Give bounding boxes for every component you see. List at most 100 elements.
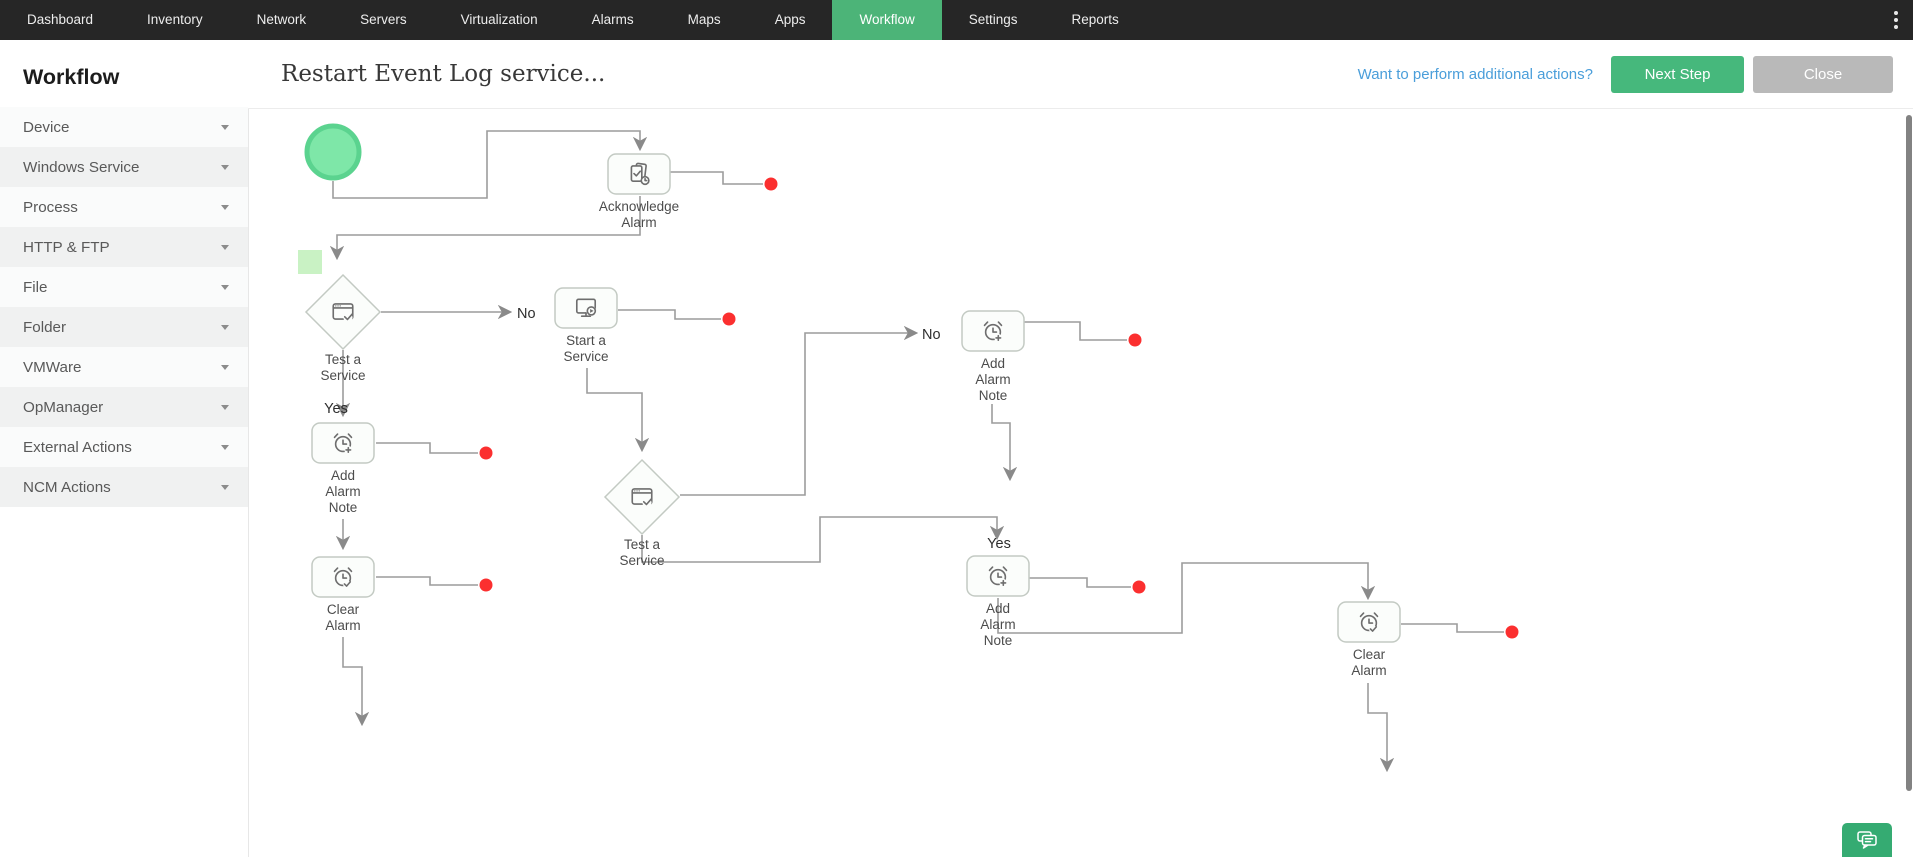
sidebar-item-label: External Actions — [23, 438, 132, 456]
feedback-button[interactable] — [1842, 823, 1892, 857]
start-circle — [304, 123, 362, 181]
node-label: Test a — [624, 537, 661, 552]
sidebar-item-windows-service[interactable]: Windows Service — [0, 147, 248, 187]
close-button[interactable]: Close — [1753, 55, 1893, 93]
sidebar-item-vmware[interactable]: VMWare — [0, 347, 248, 387]
node-label: Clear — [327, 602, 360, 617]
next-step-button[interactable]: Next Step — [1611, 55, 1744, 93]
decision-diamond — [304, 273, 382, 351]
additional-actions-link[interactable]: Want to perform additional actions? — [1357, 65, 1593, 83]
node-label: Clear — [1353, 647, 1386, 662]
decision-diamond — [603, 458, 681, 536]
nav-item-maps[interactable]: Maps — [687, 12, 721, 27]
chevron-down-icon — [221, 364, 229, 370]
branch-label: No — [922, 327, 941, 343]
nav-item-reports[interactable]: Reports — [1071, 12, 1119, 27]
connector-line — [641, 516, 1005, 563]
node-label: Note — [329, 500, 358, 515]
drop-marker[interactable] — [298, 250, 322, 274]
nav-item-alarms[interactable]: Alarms — [591, 12, 634, 27]
chevron-down-icon — [221, 124, 229, 130]
node-label: Note — [979, 388, 1008, 403]
node-label: Alarm — [325, 618, 360, 633]
node-label: Start a — [566, 333, 606, 348]
endpoint-dot — [722, 312, 736, 326]
branch-label: No — [517, 306, 536, 322]
sidebar-item-process[interactable]: Process — [0, 187, 248, 227]
sidebar-item-external-actions[interactable]: External Actions — [0, 427, 248, 467]
endpoint-dot — [479, 578, 493, 592]
sidebar-item-file[interactable]: File — [0, 267, 248, 307]
nav-item-apps[interactable]: Apps — [774, 12, 806, 27]
endpoint-dot — [1505, 625, 1519, 639]
node-label: Alarm — [975, 372, 1010, 387]
chevron-down-icon — [221, 324, 229, 330]
nav-items: Dashboard Inventory Network Servers Virtuali… — [0, 0, 1146, 40]
sidebar-item-http-ftp[interactable]: HTTP & FTP — [0, 227, 248, 267]
connector-line — [1029, 577, 1131, 588]
branch-label: Yes — [987, 536, 1011, 552]
connector-line — [669, 171, 763, 185]
connector-line — [991, 404, 1018, 482]
sidebar-item-label: Device — [23, 118, 70, 136]
chevron-down-icon — [221, 444, 229, 450]
task-box — [554, 287, 618, 329]
vertical-scrollbar-thumb[interactable] — [1906, 115, 1912, 791]
node-label: Service — [563, 349, 608, 364]
endpoint-dot — [1128, 333, 1142, 347]
node-label: Note — [984, 633, 1013, 648]
sidebar-item-folder[interactable]: Folder — [0, 307, 248, 347]
nav-item-workflow[interactable]: Workflow — [832, 0, 942, 40]
node-label: Alarm — [325, 484, 360, 499]
sidebar-item-opmanager[interactable]: OpManager — [0, 387, 248, 427]
node-label: Acknowledge — [599, 199, 679, 214]
nav-item-virtualization[interactable]: Virtualization — [460, 12, 538, 27]
start-node[interactable] — [304, 123, 362, 181]
chevron-down-icon — [221, 284, 229, 290]
nav-item-servers[interactable]: Servers — [360, 12, 407, 27]
nav-item-dashboard[interactable]: Dashboard — [27, 12, 94, 27]
sidebar-item-label: NCM Actions — [23, 478, 111, 496]
chevron-down-icon — [221, 244, 229, 250]
sidebar-item-ncm-actions[interactable]: NCM Actions — [0, 467, 248, 507]
node-label: Test a — [325, 352, 362, 367]
connector-line — [376, 442, 478, 454]
node-label: Alarm — [621, 215, 656, 230]
connector-line — [618, 309, 721, 320]
sidebar-item-device[interactable]: Device — [0, 107, 248, 147]
node-label: Add — [331, 468, 355, 483]
sidebar-item-label: File — [23, 278, 48, 296]
node-label: Service — [619, 553, 664, 568]
nav-item-inventory[interactable]: Inventory — [147, 12, 203, 27]
node-label: Add — [986, 601, 1010, 616]
node-label: Alarm — [1351, 663, 1386, 678]
nav-item-network[interactable]: Network — [256, 12, 307, 27]
connector-line — [997, 562, 1376, 634]
overflow-menu-icon[interactable] — [1879, 0, 1913, 40]
sidebar-item-label: OpManager — [23, 398, 104, 416]
chevron-down-icon — [221, 204, 229, 210]
top-nav: Dashboard Inventory Network Servers Virtuali… — [0, 0, 1913, 40]
sidebar-item-label: HTTP & FTP — [23, 238, 110, 256]
endpoint-dot — [1132, 580, 1146, 594]
connector-line — [1401, 623, 1504, 633]
nav-item-settings[interactable]: Settings — [968, 12, 1018, 27]
node-label: Alarm — [980, 617, 1015, 632]
drop-target-marker — [298, 250, 322, 274]
connector-line — [376, 576, 478, 586]
nav-spacer — [1146, 0, 1879, 40]
endpoint-dot — [479, 446, 493, 460]
chevron-down-icon — [221, 484, 229, 490]
